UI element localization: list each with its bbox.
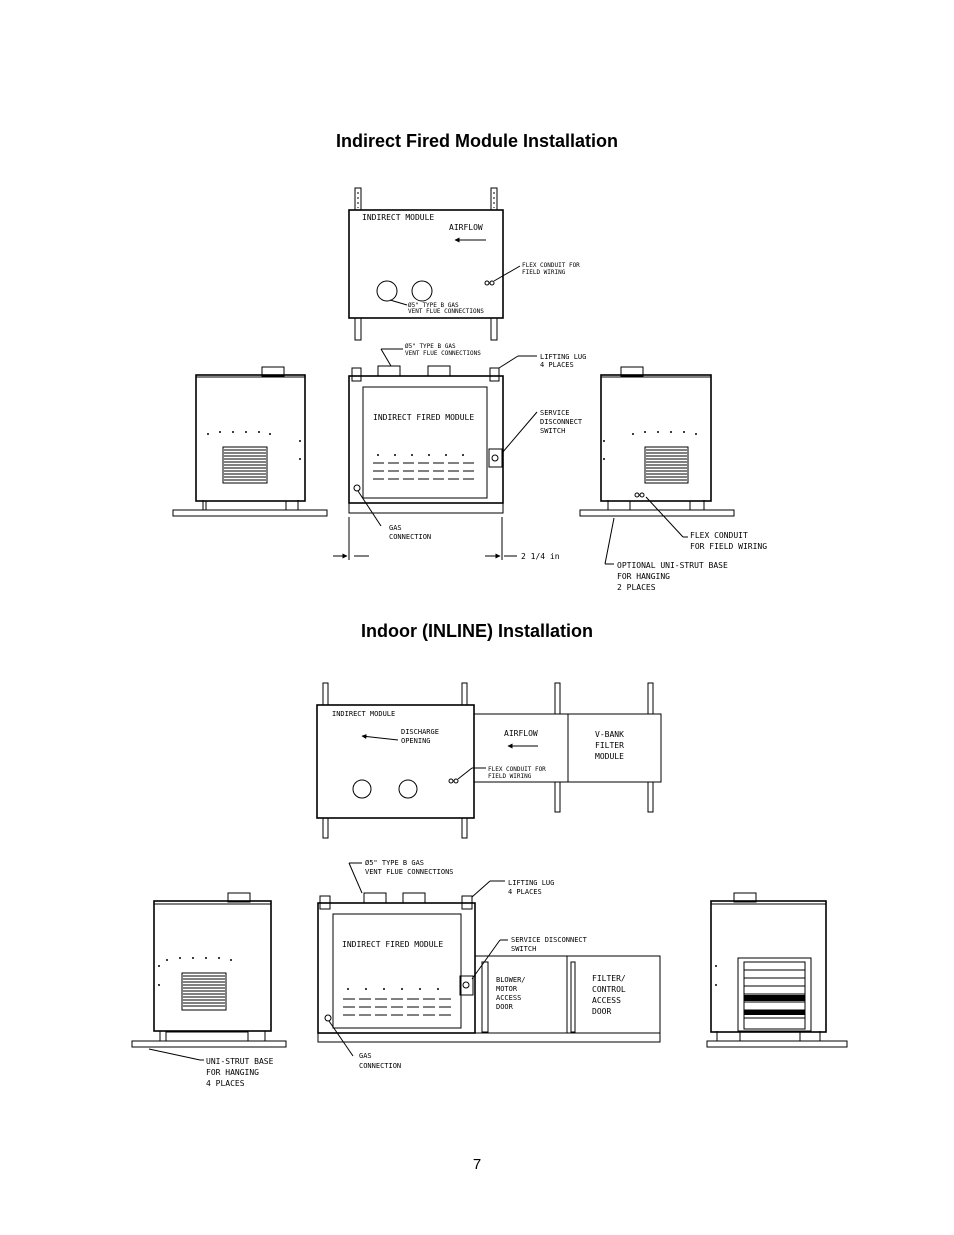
lifting-lug-label-line2: 4 PLACES (540, 361, 574, 369)
blower-line3: ACCESS (496, 994, 521, 1002)
filter-module-front (566, 955, 661, 1034)
vent-label-line2: VENT FLUE CONNECTIONS (408, 308, 484, 315)
filter-line2: FILTER (595, 741, 624, 750)
dimension-label: 2 1/4 in (521, 552, 560, 561)
service-disconnect-switch (488, 448, 503, 468)
blower-line2: MOTOR (496, 985, 518, 993)
page-number: 7 (472, 1156, 482, 1173)
blower-line1: BLOWER/ (496, 976, 526, 984)
gas-connection-icon (353, 484, 361, 492)
louver-grille (222, 446, 268, 484)
figure2-top-view: INDIRECT MODULE DISCHARGE OPENING AIRFLO… (316, 682, 662, 839)
flex-conduit-label-line2: FOR FIELD WIRING (690, 542, 767, 551)
unistrut-line2: FOR HANGING (206, 1068, 259, 1077)
airflow-label: AIRFLOW (504, 729, 538, 738)
top-view-title: INDIRECT MODULE (362, 213, 434, 222)
unistrut-label-line2: FOR HANGING (617, 572, 670, 581)
filter-line1: V-BANK (595, 730, 624, 739)
flex-conduit-label-line1: FLEX CONDUIT (690, 531, 748, 540)
heading-indirect-fired-module-installation: Indirect Fired Module Installation (335, 131, 619, 151)
uni-strut-base (706, 1040, 848, 1048)
indirect-fired-module-front (317, 902, 476, 1034)
louver-grille (644, 446, 689, 484)
figure2-right-side-view (706, 892, 848, 1048)
lifting-lug-line2: 4 PLACES (508, 888, 542, 896)
lifting-lug (351, 367, 362, 382)
uni-strut-base (579, 509, 735, 517)
unistrut-label-line3: 2 PLACES (617, 583, 656, 592)
uni-strut-base (131, 1040, 287, 1048)
lifting-lug-label-line1: LIFTING LUG (540, 353, 586, 361)
service-line1: SERVICE DISCONNECT (511, 936, 588, 944)
filter-module-top (567, 713, 662, 783)
heading-indoor-inline-installation: Indoor (INLINE) Installation (361, 621, 593, 641)
filter-door-line2: CONTROL (592, 985, 626, 994)
figure2-left-side-view: UNI-STRUT BASE FOR HANGING 4 PLACES (131, 892, 287, 1088)
flex-conduit-line1: FLEX CONDUIT FOR (488, 766, 546, 773)
gas-label-line2: CONNECTION (389, 533, 431, 541)
vent-line2: VENT FLUE CONNECTIONS (365, 868, 454, 876)
vent-flue-circle-icon (398, 779, 418, 799)
indirect-fired-module-front (348, 375, 504, 504)
filter-door-line3: ACCESS (592, 996, 621, 1005)
gas-line1: GAS (359, 1052, 372, 1060)
vent-line1: Ø5" TYPE B GAS (365, 859, 424, 867)
figure1-left-side-view (172, 366, 328, 517)
top-title: INDIRECT MODULE (332, 710, 395, 718)
blower-line4: DOOR (496, 1003, 514, 1011)
louver-grille (181, 972, 227, 1011)
airflow-label: AIRFLOW (449, 223, 483, 232)
filter-door-line1: FILTER/ (592, 974, 626, 983)
unistrut-line3: 4 PLACES (206, 1079, 245, 1088)
gas-connection-icon (324, 1014, 332, 1022)
figure1-top-view: INDIRECT MODULE AIRFLOW FLEX CONDUIT FOR… (348, 187, 580, 341)
vent-flue-circle-icon (411, 280, 433, 302)
gas-line2: CONNECTION (359, 1062, 401, 1070)
lifting-lug-line1: LIFTING LUG (508, 879, 554, 887)
gas-label-line1: GAS (389, 524, 402, 532)
service-disconnect-switch (459, 975, 474, 996)
flex-conduit-line2: FIELD WIRING (488, 773, 532, 780)
figure2-front-view: INDIRECT FIRED MODULE BLOWER/ MOTOR ACCE… (317, 859, 661, 1070)
flex-conduit-label-line1: FLEX CONDUIT FOR (522, 262, 580, 269)
service-label-line1: SERVICE (540, 409, 570, 417)
front-title: INDIRECT FIRED MODULE (342, 940, 443, 949)
vent-label-line1: Ø5" TYPE B GAS (408, 302, 459, 309)
vent-label-line2: VENT FLUE CONNECTIONS (405, 350, 481, 357)
lifting-lug (489, 367, 500, 382)
front-title: INDIRECT FIRED MODULE (373, 413, 474, 422)
discharge-line1: DISCHARGE (401, 728, 439, 736)
service-label-line3: SWITCH (540, 427, 565, 435)
figure1-front-view: INDIRECT FIRED MODULE Ø5" TYPE B GAS VEN… (333, 343, 586, 561)
vent-label-line1: Ø5" TYPE B GAS (405, 343, 456, 350)
service-line2: SWITCH (511, 945, 536, 953)
discharge-line2: OPENING (401, 737, 431, 745)
vent-flue-circle-icon (352, 779, 372, 799)
indirect-module-top-outline (348, 209, 504, 319)
indirect-module-top-outline (316, 704, 475, 819)
filter-door-line4: DOOR (592, 1007, 611, 1016)
flex-conduit-label-line2: FIELD WIRING (522, 269, 566, 276)
figure1-right-side-view: FLEX CONDUIT FOR FIELD WIRING OPTIONAL U… (579, 366, 767, 592)
filter-line3: MODULE (595, 752, 624, 761)
unistrut-line1: UNI-STRUT BASE (206, 1057, 274, 1066)
filter-bank (737, 957, 812, 1032)
uni-strut-base (172, 509, 328, 517)
vent-flue-circle-icon (376, 280, 398, 302)
unistrut-label-line1: OPTIONAL UNI-STRUT BASE (617, 561, 728, 570)
service-label-line2: DISCONNECT (540, 418, 583, 426)
